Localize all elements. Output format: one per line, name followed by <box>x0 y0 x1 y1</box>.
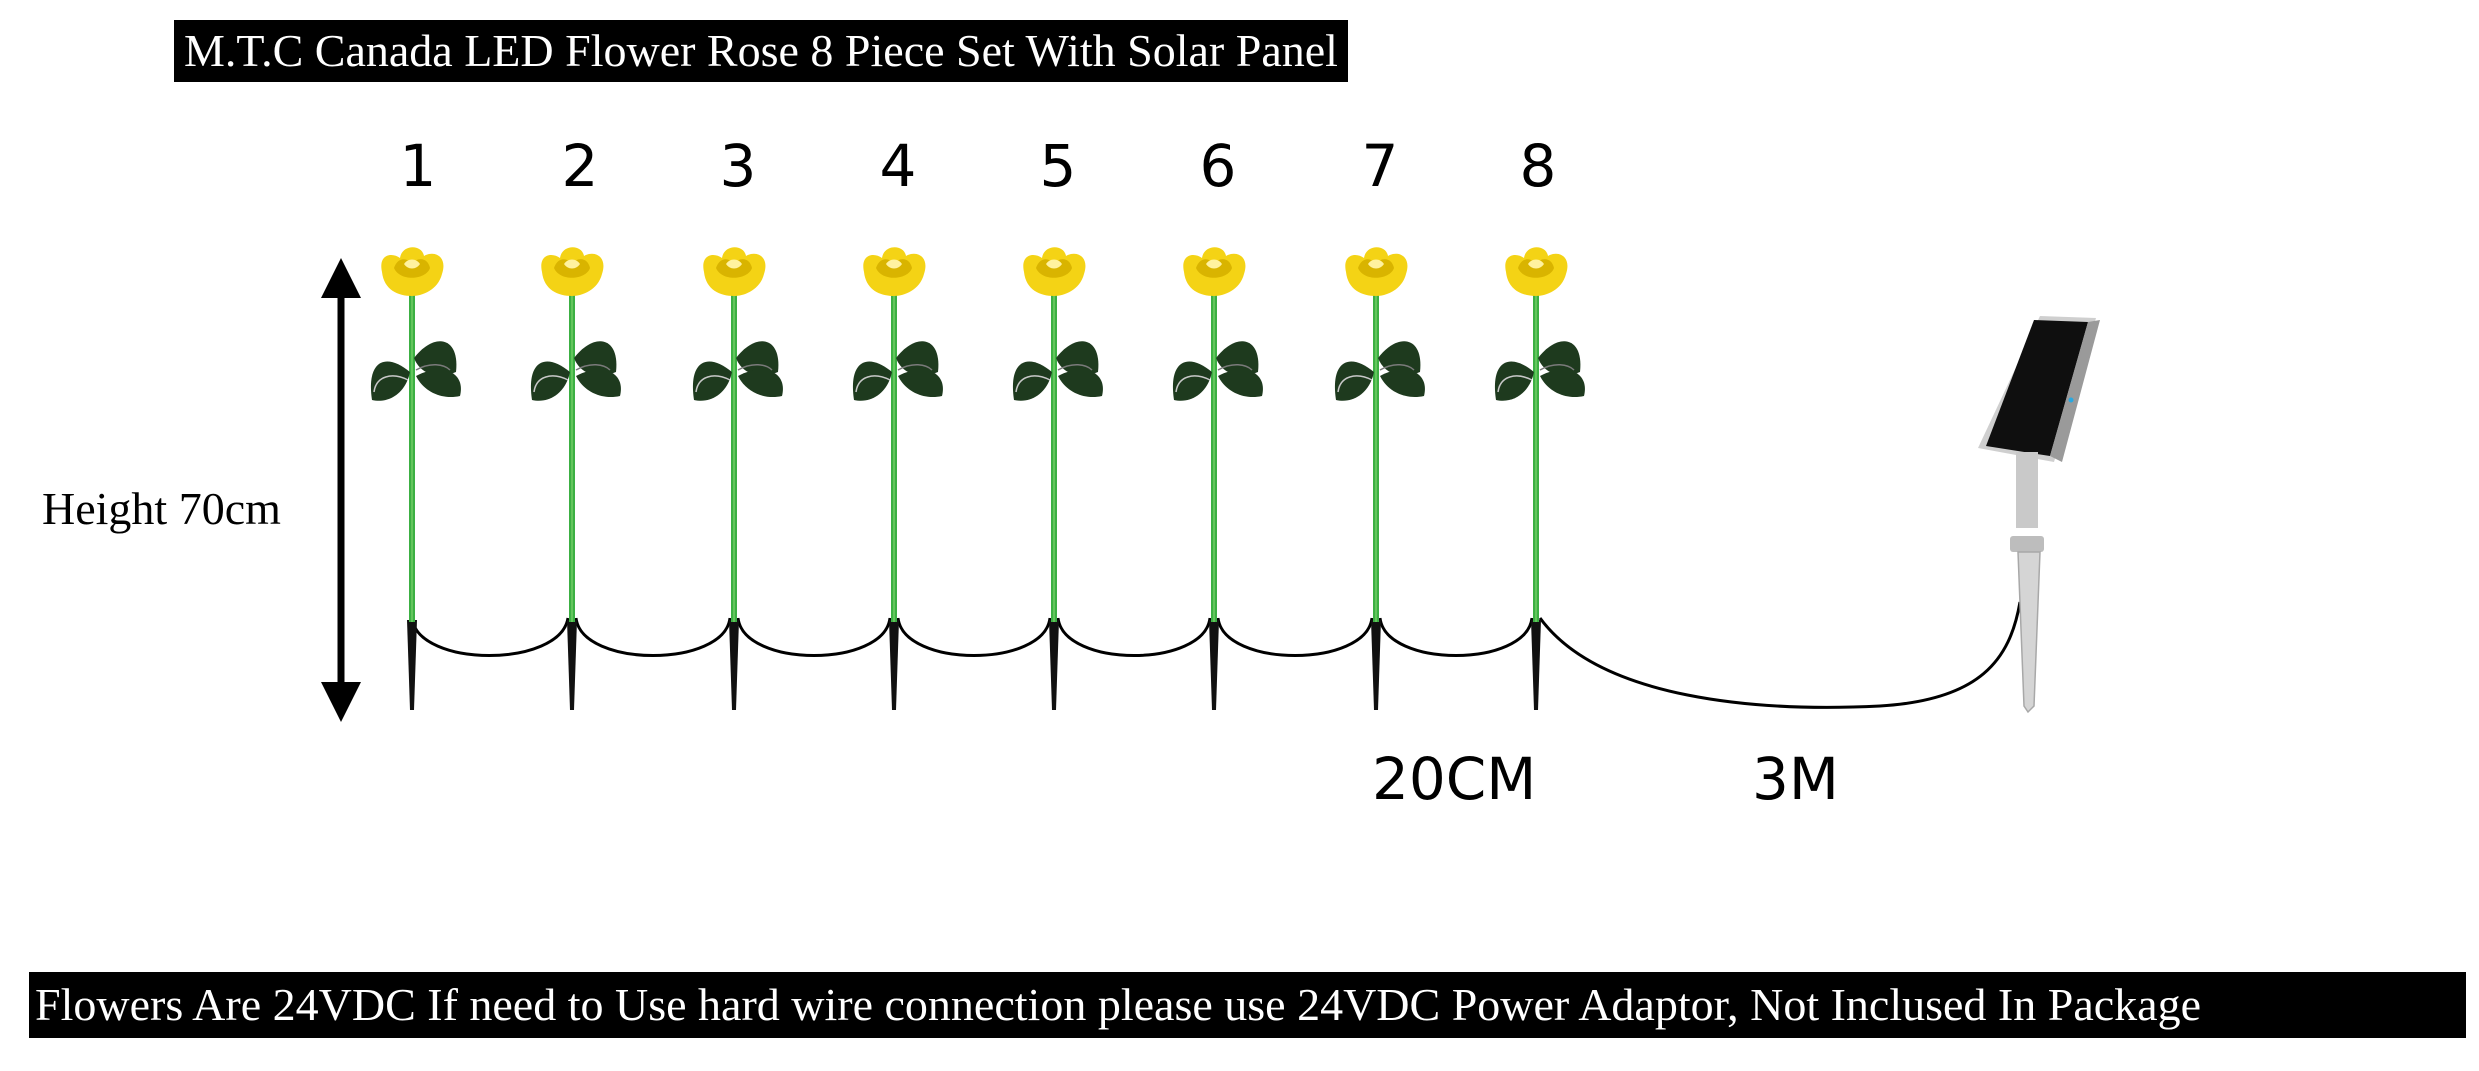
title-banner: M.T.C Canada LED Flower Rose 8 Piece Set… <box>174 20 1348 82</box>
flower-number-3: 3 <box>719 132 757 200</box>
spacing-label: 20CM <box>1372 745 1537 813</box>
flower-number-2: 2 <box>561 132 599 200</box>
rose-flower-3 <box>692 246 784 711</box>
solar-panel <box>1978 316 2100 714</box>
flower-number-7: 7 <box>1361 132 1399 200</box>
height-arrow <box>321 258 361 722</box>
title-text: M.T.C Canada LED Flower Rose 8 Piece Set… <box>184 25 1338 76</box>
flower-number-6: 6 <box>1199 132 1237 200</box>
height-label: Height 70cm <box>42 483 281 534</box>
flower-number-4: 4 <box>879 132 917 200</box>
cable-length-label: 3M <box>1752 745 1839 813</box>
rose-flower-5 <box>1012 246 1104 711</box>
flower-number-5: 5 <box>1039 132 1077 200</box>
rose-flower-6 <box>1172 246 1264 711</box>
rose-flower-2 <box>530 246 622 711</box>
note-banner: Flowers Are 24VDC If need to Use hard wi… <box>29 972 2466 1038</box>
rose-flower-7 <box>1334 246 1426 711</box>
rose-flower-8 <box>1494 246 1586 711</box>
rose-flower-1 <box>370 246 462 711</box>
solar-cable <box>1538 601 2022 709</box>
connecting-wires <box>410 617 1534 657</box>
flower-number-8: 8 <box>1519 132 1557 200</box>
flower-number-1: 1 <box>399 132 437 200</box>
note-text: Flowers Are 24VDC If need to Use hard wi… <box>35 979 2201 1030</box>
rose-flower-4 <box>852 246 944 711</box>
